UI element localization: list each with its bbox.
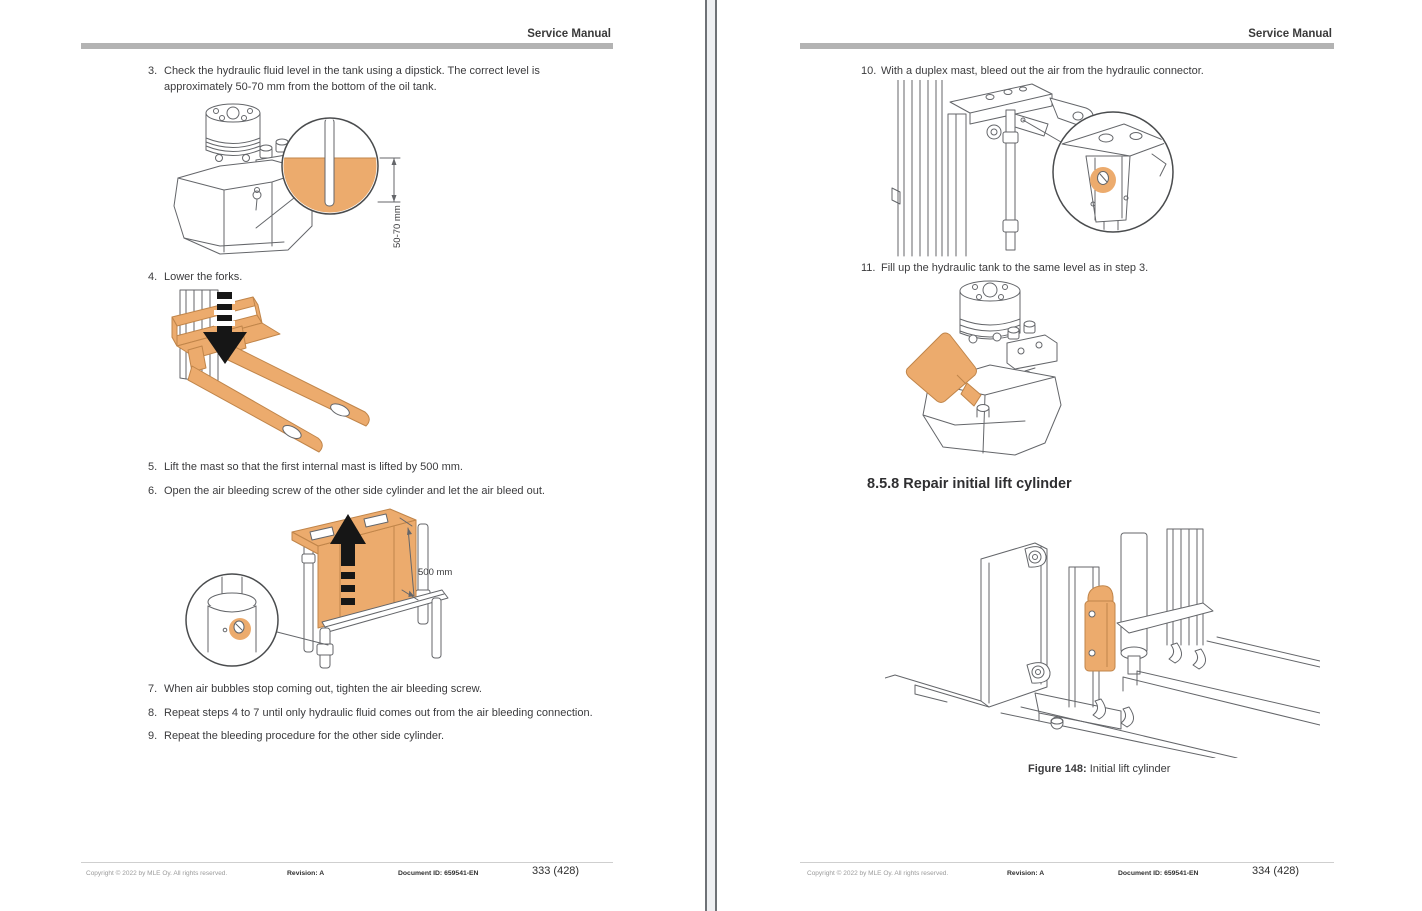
step-text: Lower the forks. [164,271,243,283]
oil-level-dimension-label: 50-70 mm [392,205,403,248]
footer-revision: Revision: A [1007,870,1045,877]
header-rule-bar [800,43,1334,49]
footer-copyright: Copyright © 2022 by MLE Oy. All rights r… [86,870,228,877]
step-7: 7. When air bubbles stop coming out, tig… [148,682,618,698]
step-text: Repeat steps 4 to 7 until only hydraulic… [164,707,593,719]
step-8: 8. Repeat steps 4 to 7 until only hydrau… [148,706,618,722]
figure-duplex-mast-illustration [891,80,1174,257]
up-arrow [330,514,366,605]
step-text: Repeat the bleeding procedure for the ot… [164,730,445,742]
step-text: Check the hydraulic fluid level in the t… [164,65,540,93]
step-11: 11. Fill up the hydraulic tank to the sa… [861,261,1331,277]
footer-page-number: 334 (428) [1252,865,1300,877]
step-text: Open the air bleeding screw of the other… [164,485,545,497]
mast-lift-dimension-label: 500 mm [418,567,452,578]
initial-lift-cylinder [1084,585,1116,672]
step-number: 8. [148,707,158,719]
hydraulic-connector-zoom-circle [1052,111,1174,233]
page-header-title: Service Manual [527,28,611,40]
footer-revision: Revision: A [287,870,325,877]
step-number: 9. [148,730,158,742]
fork-right [227,345,370,427]
step-5: 5. Lift the mast so that the first inter… [148,460,611,476]
bleed-screw-zoom-circle [185,573,279,667]
step-number: 10. [861,65,877,77]
step-10: 10. With a duplex mast, bleed out the ai… [861,64,1331,80]
footer-page-number: 333 (428) [532,865,580,877]
figure-caption-label: Figure 148: [1028,763,1087,775]
page-gutter-divider [705,0,717,911]
step-number: 4. [148,271,158,283]
step-text: With a duplex mast, bleed out the air fr… [881,65,1204,77]
step-number: 5. [148,461,158,473]
footer-doc-id: Document ID: 659541-EN [398,870,479,877]
figure-lower-forks-illustration [171,289,370,453]
header-rule-bar [81,43,613,49]
step-6: 6. Open the air bleeding screw of the ot… [148,484,611,500]
footer-copyright: Copyright © 2022 by MLE Oy. All rights r… [807,870,949,877]
section-heading: 8.5.8 Repair initial lift cylinder [867,476,1072,492]
figure-caption: Figure 148: Initial lift cylinder [1028,763,1170,775]
step-number: 3. [148,65,158,77]
step-text: When air bubbles stop coming out, tighte… [164,683,482,695]
step-text: Fill up the hydraulic tank to the same l… [881,262,1149,274]
step-number: 6. [148,485,158,497]
step-text: Lift the mast so that the first internal… [164,461,463,473]
footer-rule [800,862,1334,863]
step-number: 11. [861,262,876,274]
figure-oil-level-illustration: 50-70 mm [173,103,403,255]
oil-bottle [905,332,982,407]
manual-page-334: Service Manual 10. With a duplex mast, b… [717,0,1422,911]
figure-caption-text: Initial lift cylinder [1086,763,1171,775]
step-number: 7. [148,683,158,695]
footer-rule [81,862,613,863]
step-4: 4. Lower the forks. [148,270,611,286]
step-3: 3. Check the hydraulic fluid level in th… [148,64,611,95]
manual-page-333: Service Manual 3. Check the hydraulic fl… [0,0,705,911]
page-header-title: Service Manual [1248,28,1332,40]
fork-left [187,365,323,453]
down-arrow [203,292,247,364]
dipstick-zoom-circle [281,117,379,215]
figure-fill-tank-illustration [905,280,1062,456]
figure-148-illustration [885,528,1320,758]
footer-doc-id: Document ID: 659541-EN [1118,870,1199,877]
step-9: 9. Repeat the bleeding procedure for the… [148,729,618,745]
figure-lift-mast-illustration: 500 mm [185,508,452,669]
